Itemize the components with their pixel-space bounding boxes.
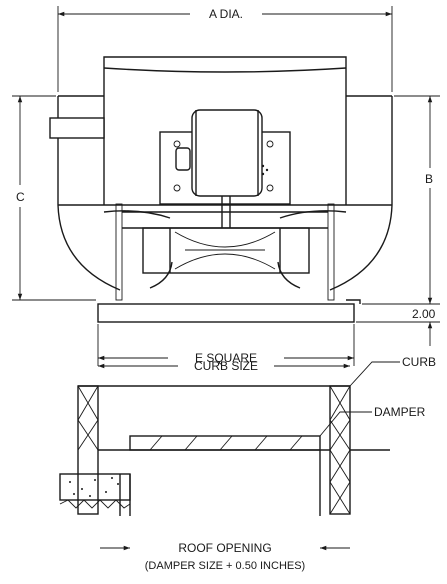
label-curb-size: CURB SIZE bbox=[194, 359, 258, 373]
label-2: 2.00 bbox=[412, 307, 436, 321]
label-damper-note: (DAMPER SIZE + 0.50 INCHES) bbox=[145, 560, 305, 572]
label-damper: DAMPER bbox=[374, 405, 426, 419]
curb-section bbox=[59, 385, 390, 516]
dimension-c: C bbox=[12, 95, 96, 301]
label-e-square: E SQUARE bbox=[195, 351, 257, 365]
dimension-curb-size: CURB SIZE bbox=[98, 359, 350, 373]
fan-assembly bbox=[49, 56, 393, 323]
insulation-dots bbox=[69, 477, 119, 497]
dimension-b: B bbox=[362, 95, 440, 305]
label-c: C bbox=[16, 190, 25, 204]
dimension-roof-opening: ROOF OPENING (DAMPER SIZE + 0.50 INCHES) bbox=[100, 541, 350, 572]
callouts: CURB DAMPER bbox=[319, 355, 436, 437]
dimension-a: A DIA. bbox=[57, 6, 393, 92]
label-curb: CURB bbox=[402, 355, 436, 369]
label-roof-opening: ROOF OPENING bbox=[178, 541, 271, 555]
dimension-e: E SQUARE bbox=[97, 324, 355, 366]
label-b: B bbox=[425, 172, 433, 186]
dimension-2: 2.00 bbox=[356, 307, 440, 346]
label-a-dia: A DIA. bbox=[209, 7, 243, 21]
